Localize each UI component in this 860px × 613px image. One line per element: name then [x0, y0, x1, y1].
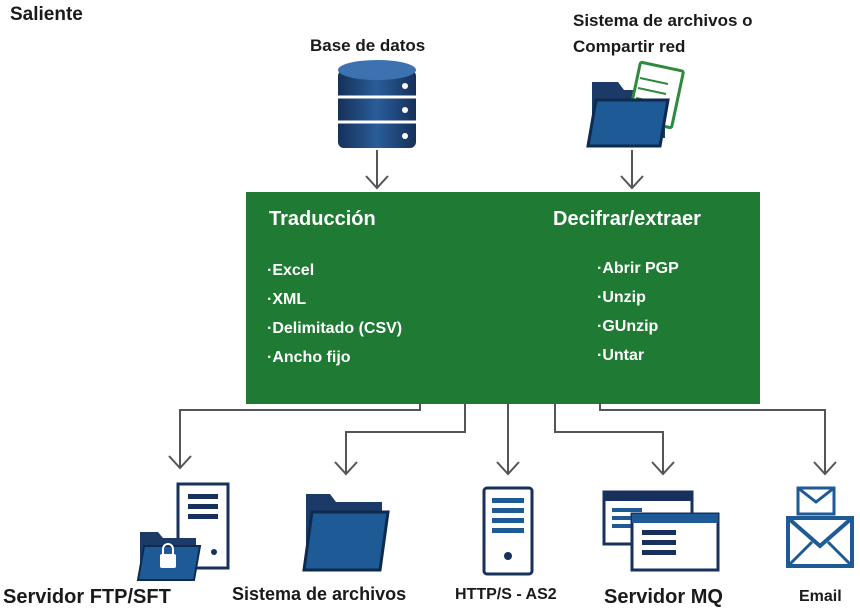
database-label: Base de datos — [310, 36, 426, 55]
ftp-server-lock-icon — [136, 482, 230, 581]
dest-ftp-label: Servidor FTP/SFT — [3, 586, 171, 608]
db-to-process-arrow — [365, 150, 389, 190]
dest-email-label: Email — [799, 588, 842, 605]
dest-http-label: HTTP/S - AS2 — [455, 586, 557, 603]
mq-windows-icon — [602, 490, 720, 572]
process-to-filesystem-arrow — [334, 404, 466, 476]
dest-filesystem-label: Sistema de archivos — [232, 584, 407, 604]
filesystem-source-label-line2: Compartir red — [573, 37, 686, 56]
translation-item: ·Excel — [267, 262, 315, 279]
dest-mq-label: Servidor MQ — [604, 586, 723, 608]
process-to-mq-arrow — [554, 404, 675, 476]
process-to-http-arrow — [496, 404, 520, 476]
decrypt-list: ·Abrir PGP ·Unzip ·GUnzip ·Untar — [597, 254, 679, 370]
decrypt-item: ·GUnzip — [597, 318, 659, 335]
process-box: Traducción ·Excel ·XML ·Delimitado (CSV)… — [246, 192, 760, 404]
filesystem-source-label-line1: Sistema de archivos o — [573, 11, 753, 30]
server-tower-icon — [482, 486, 534, 576]
fs-to-process-arrow — [620, 150, 644, 190]
folder-icon — [302, 494, 390, 572]
translation-list: ·Excel ·XML ·Delimitado (CSV) ·Ancho fij… — [267, 256, 402, 372]
envelope-icon — [786, 486, 854, 568]
decrypt-item: ·Unzip — [597, 289, 646, 306]
translation-item: ·XML — [267, 291, 307, 308]
filesystem-source-label: Sistema de archivos o Compartir red — [573, 8, 753, 60]
translation-title: Traducción — [269, 208, 376, 230]
decrypt-item: ·Untar — [597, 347, 645, 364]
decrypt-title: Decifrar/extraer — [553, 208, 701, 230]
decrypt-item: ·Abrir PGP — [597, 260, 679, 277]
translation-item: ·Delimitado (CSV) — [267, 320, 403, 337]
process-to-email-arrow — [599, 404, 837, 476]
folder-documents-icon — [586, 60, 685, 148]
page-title: Saliente — [10, 4, 83, 25]
process-to-ftp-arrow — [168, 404, 421, 470]
translation-item: ·Ancho fijo — [267, 349, 351, 366]
database-icon — [338, 60, 416, 148]
